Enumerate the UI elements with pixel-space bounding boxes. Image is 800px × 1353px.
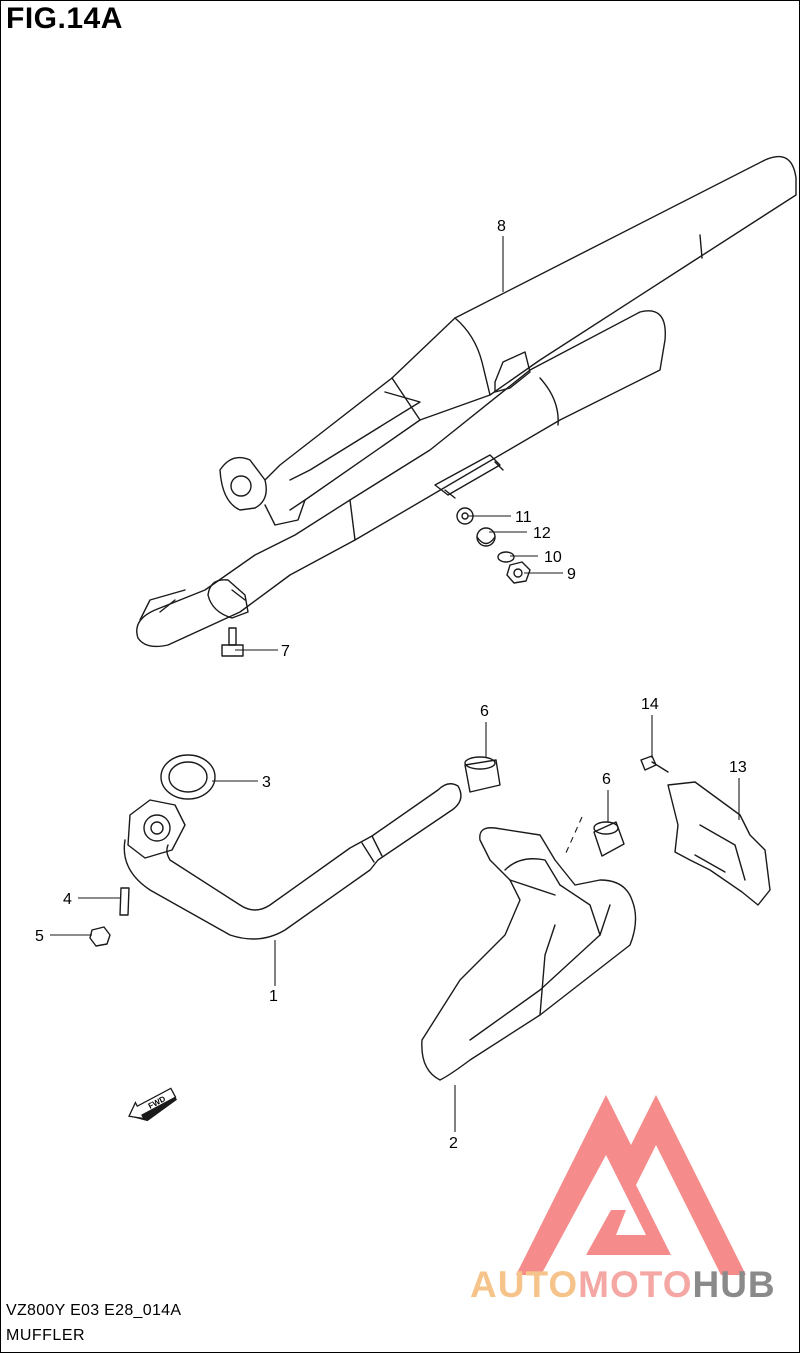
callout-5: 5 [35, 928, 44, 945]
automotohub-logo-icon [516, 1095, 746, 1275]
callout-numbers: 1 2 3 4 5 6 6 7 8 9 10 11 12 13 14 [35, 218, 747, 1152]
callout-4: 4 [63, 891, 72, 908]
callout-6-upper: 6 [480, 703, 489, 720]
reference-dashed-line [564, 816, 583, 856]
muffler-hardware [221, 507, 531, 657]
exhaust-pipe-rear [421, 827, 637, 1081]
watermark-text: AUTOMOTOHUB [470, 1264, 776, 1306]
gasket [160, 754, 216, 800]
callout-13: 13 [729, 759, 747, 776]
callout-12: 12 [533, 525, 551, 542]
callout-9: 9 [567, 566, 576, 583]
leader-lines [50, 236, 740, 1132]
bracket-bolt [640, 755, 669, 773]
figure-title: FIG.14A [6, 2, 123, 35]
callout-11: 11 [515, 509, 532, 526]
stud-and-nut [89, 887, 130, 947]
exhaust-pipe-front [123, 783, 462, 940]
callout-14: 14 [641, 696, 659, 713]
callout-7: 7 [281, 643, 290, 660]
watermark-moto: MOTO [578, 1264, 693, 1305]
pipe-connector [464, 756, 625, 857]
watermark-auto: AUTO [470, 1264, 579, 1305]
callout-6-lower: 6 [602, 771, 611, 788]
heat-shield-bracket [667, 781, 771, 906]
section-name: MUFFLER [6, 1327, 86, 1344]
model-code: VZ800Y E03 E28_014A [6, 1302, 182, 1319]
watermark-hub: HUB [692, 1264, 776, 1305]
callout-1: 1 [269, 988, 278, 1005]
callout-2: 2 [449, 1135, 458, 1152]
callout-10: 10 [544, 549, 562, 566]
muffler-assembly [136, 155, 797, 648]
callout-3: 3 [262, 774, 271, 791]
callout-8: 8 [497, 218, 506, 235]
fwd-direction-arrow: FWD [128, 1087, 177, 1122]
